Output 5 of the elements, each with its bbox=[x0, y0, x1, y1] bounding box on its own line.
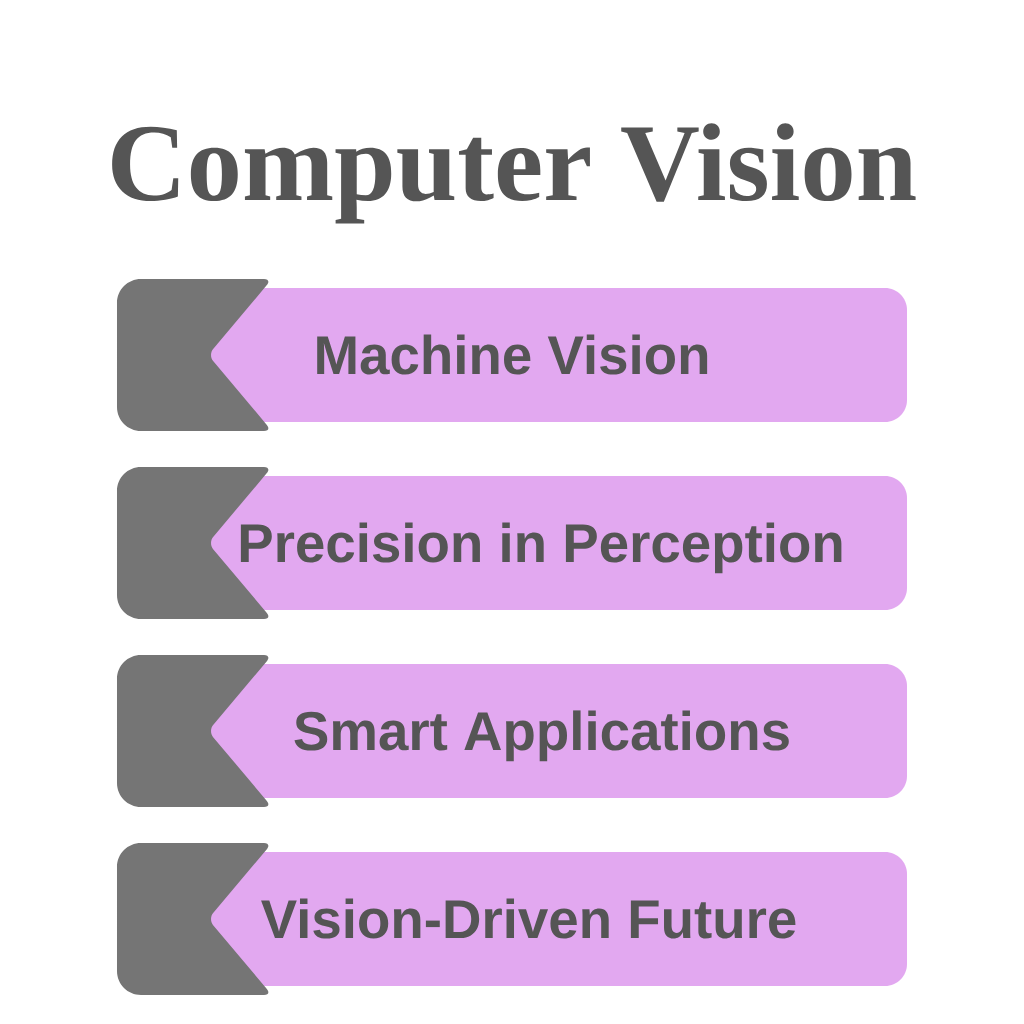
banner: Smart Applications bbox=[117, 655, 907, 807]
banner: Precision in Perception bbox=[117, 467, 907, 619]
banner: Vision-Driven Future bbox=[117, 843, 907, 995]
banner: Machine Vision bbox=[117, 279, 907, 431]
title: Computer Vision bbox=[112, 123, 916, 224]
